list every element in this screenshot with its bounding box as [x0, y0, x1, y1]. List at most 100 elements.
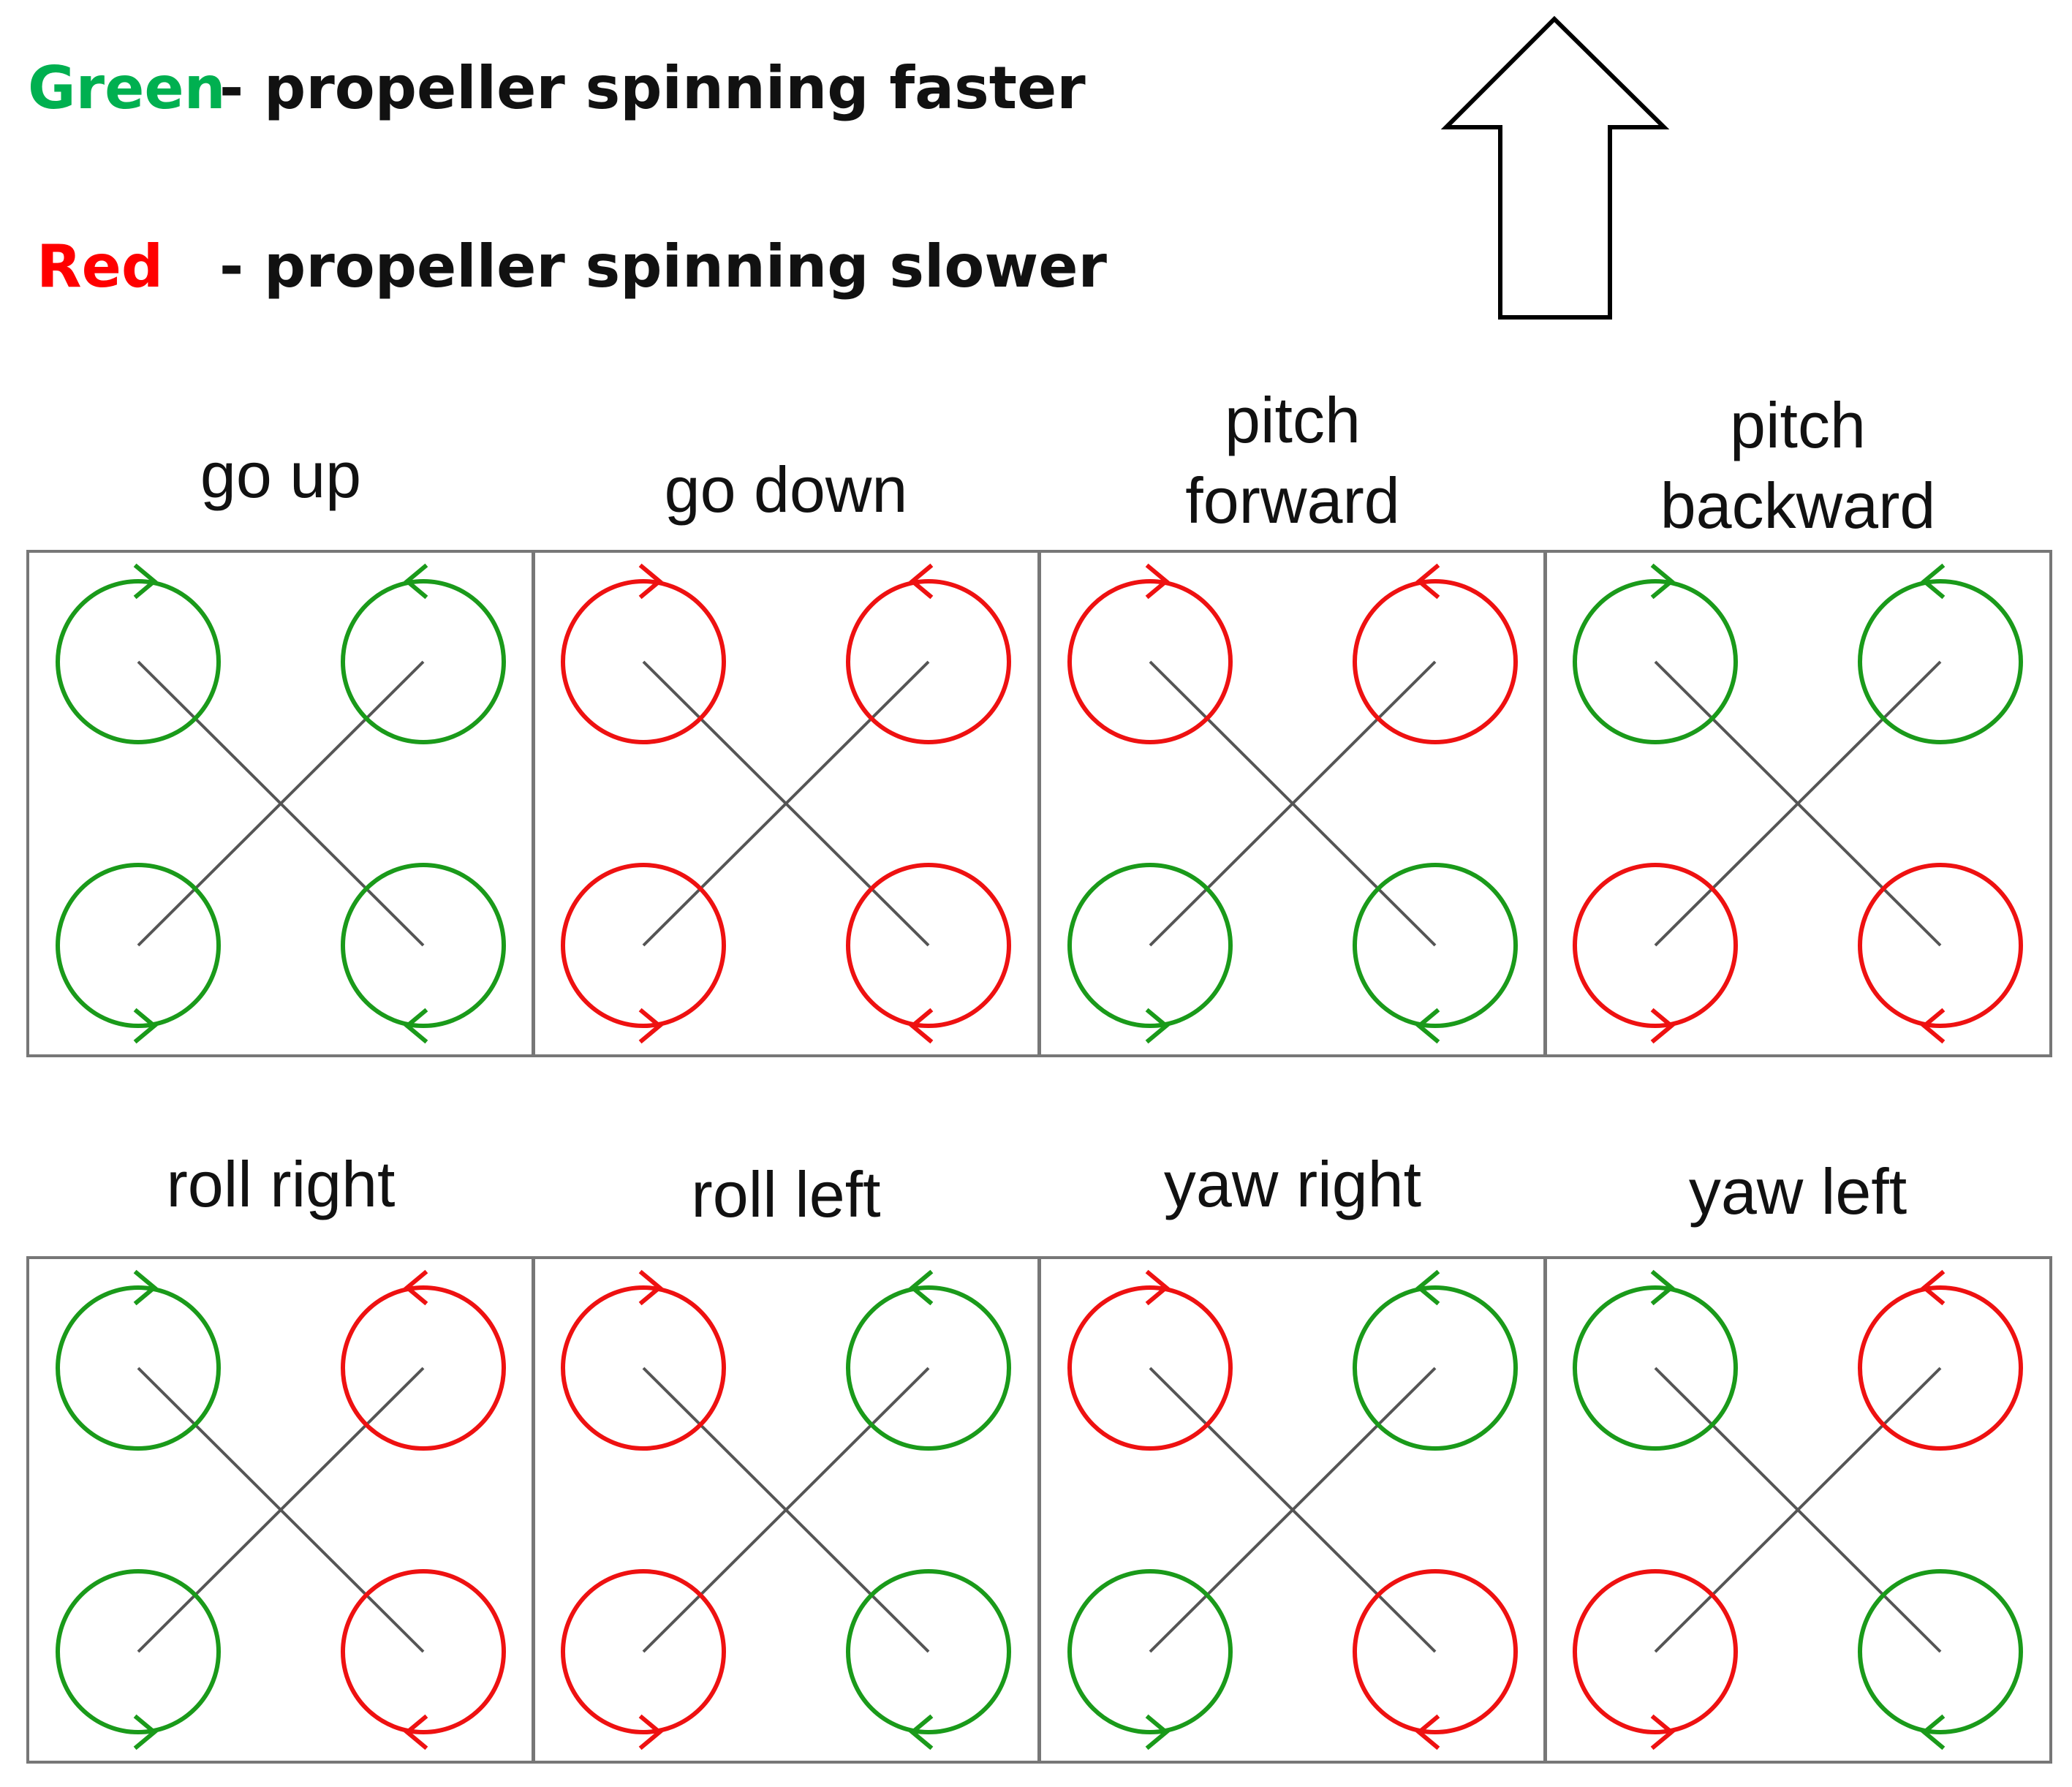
panel: roll left [532, 1158, 1040, 1764]
panel: pitch backward [1543, 389, 2052, 1057]
frame-arm [642, 1367, 930, 1653]
frame-arm [642, 660, 930, 947]
rotation-arrow-icon [1145, 563, 1170, 600]
frame-arm [1654, 660, 1942, 947]
rotor-tl-slower [1067, 563, 1233, 744]
panel: yaw right [1038, 1148, 1547, 1764]
rotor-bl-faster [56, 1569, 221, 1750]
rotation-arrow-icon [638, 563, 663, 600]
rotation-arrow-icon [909, 1714, 934, 1750]
panel-title-line: backward [1660, 469, 1936, 542]
frame-arm [1149, 660, 1437, 947]
rotor-bl-faster [1067, 863, 1233, 1044]
panel: pitch forward [1038, 384, 1547, 1057]
rotation-arrow-icon [1650, 563, 1675, 600]
rotation-arrow-icon [1145, 1714, 1170, 1750]
panel: go up [26, 439, 535, 1057]
rotor-bl-slower [1573, 1569, 1738, 1750]
rotation-arrow-icon [133, 1714, 158, 1750]
rotor-br-slower [341, 1569, 506, 1750]
rotation-arrow-icon [1650, 1008, 1675, 1044]
rotation-arrow-icon [1415, 1008, 1440, 1044]
frame-arm [1654, 1367, 1942, 1653]
rotor-tl-faster [56, 563, 221, 744]
panel-title-line: go up [200, 439, 361, 511]
rotor-br-faster [341, 863, 506, 1044]
rotor-bl-slower [561, 1569, 726, 1750]
panel-title-line: pitch [1730, 389, 1866, 461]
rotor-tr-faster [341, 563, 506, 744]
rotor-tr-faster [846, 1269, 1011, 1451]
rotation-arrow-icon [1415, 1269, 1440, 1306]
panel-title-line: roll left [691, 1158, 880, 1231]
rotation-arrow-icon [133, 1008, 158, 1044]
rotor-tr-slower [1353, 563, 1518, 744]
rotation-arrow-icon [638, 1008, 663, 1044]
panel: roll right [26, 1148, 535, 1764]
rotor-br-faster [846, 1569, 1011, 1750]
rotation-arrow-icon [404, 563, 428, 600]
rotor-tl-slower [561, 563, 726, 744]
rotation-arrow-icon [404, 1008, 428, 1044]
rotation-arrow-icon [404, 1714, 428, 1750]
panel-title-line: pitch [1225, 384, 1361, 456]
rotor-tr-slower [341, 1269, 506, 1451]
rotation-arrow-icon [404, 1269, 428, 1306]
maneuver-panels: go up go down pitch forward pitch backward rol… [26, 384, 2052, 1764]
rotation-arrow-icon [1145, 1269, 1170, 1306]
rotation-arrow-icon [909, 563, 934, 600]
legend: Green - propeller spinning faster Red - … [28, 54, 1108, 301]
rotor-tl-faster [56, 1269, 221, 1451]
rotor-br-slower [1858, 863, 2023, 1044]
rotation-arrow-icon [1145, 1008, 1170, 1044]
up-arrow-icon [1440, 15, 1670, 320]
rotation-arrow-icon [133, 1269, 158, 1306]
rotation-arrow-icon [638, 1269, 663, 1306]
rotor-bl-faster [1067, 1569, 1233, 1750]
legend-key-green: Green [28, 54, 226, 122]
legend-description-slower: - propeller spinning slower [219, 233, 1108, 301]
rotation-arrow-icon [638, 1714, 663, 1750]
rotation-arrow-icon [909, 1269, 934, 1306]
panel: yaw left [1543, 1155, 2052, 1764]
panel: go down [532, 453, 1040, 1057]
rotor-br-faster [1858, 1569, 2023, 1750]
frame-arm [137, 660, 425, 947]
panel-title-line: yaw right [1164, 1148, 1421, 1220]
rotation-arrow-icon [1650, 1714, 1675, 1750]
rotor-tr-slower [1858, 1269, 2023, 1451]
rotation-arrow-icon [1415, 1714, 1440, 1750]
rotor-tl-faster [1573, 1269, 1738, 1451]
legend-description-faster: - propeller spinning faster [219, 54, 1086, 122]
rotor-tl-faster [1573, 563, 1738, 744]
rotation-arrow-icon [1921, 1008, 1946, 1044]
frame-arm [1149, 1367, 1437, 1653]
rotation-arrow-icon [1921, 1269, 1946, 1306]
rotation-arrow-icon [1921, 563, 1946, 600]
rotation-arrow-icon [1921, 1714, 1946, 1750]
panel-title-line: yaw left [1689, 1155, 1907, 1228]
rotor-br-slower [1353, 1569, 1518, 1750]
rotation-arrow-icon [909, 1008, 934, 1044]
rotor-br-slower [846, 863, 1011, 1044]
rotor-bl-faster [56, 863, 221, 1044]
rotor-tr-faster [1858, 563, 2023, 744]
panel-title-line: go down [665, 453, 908, 526]
panel-frame [1543, 550, 2052, 1057]
rotor-tl-slower [1067, 1269, 1233, 1451]
panel-title-line: forward [1185, 464, 1399, 537]
rotation-arrow-icon [1650, 1269, 1675, 1306]
rotor-tr-faster [1353, 1269, 1518, 1451]
rotor-bl-slower [1573, 863, 1738, 1044]
panel-frame [1543, 1256, 2052, 1764]
rotor-br-faster [1353, 863, 1518, 1044]
panel-title-line: roll right [167, 1148, 396, 1220]
rotor-tr-slower [846, 563, 1011, 744]
legend-key-red: Red [37, 233, 163, 301]
rotor-bl-slower [561, 863, 726, 1044]
rotation-arrow-icon [133, 563, 158, 600]
rotation-arrow-icon [1415, 563, 1440, 600]
rotor-tl-slower [561, 1269, 726, 1451]
frame-arm [137, 1367, 425, 1653]
